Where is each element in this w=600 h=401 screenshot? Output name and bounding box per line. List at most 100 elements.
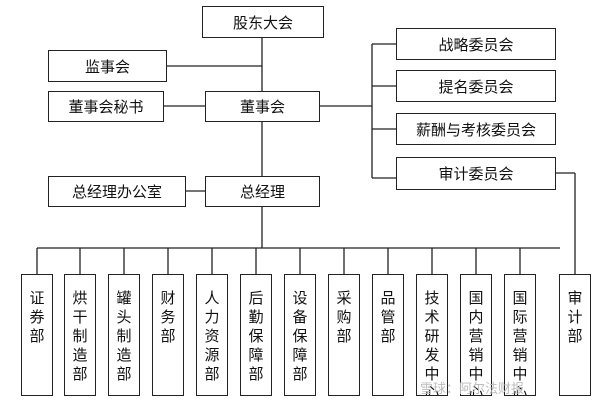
general-manager-label: 总经理 [239, 183, 285, 201]
department-label-char: 部 [292, 365, 308, 383]
department-label-char: 心 [512, 384, 528, 396]
department-label-char: 技 [424, 289, 440, 307]
department-label-char: 营 [512, 327, 528, 345]
department-label-char: 研 [424, 327, 440, 345]
department-label-char: 中 [424, 365, 440, 383]
department-label-char: 备 [292, 308, 308, 326]
committee-label: 战略委员会 [438, 35, 514, 54]
department-label-char: 障 [292, 346, 308, 364]
supervisory-board-label: 监事会 [84, 57, 130, 76]
department-label-char: 部 [204, 365, 220, 383]
department-box: 国际营销中心 [504, 274, 536, 396]
department-label-char: 采 [336, 289, 352, 307]
department-label-char: 保 [248, 327, 264, 345]
department-label-char: 部 [248, 365, 264, 383]
committee-label: 提名委员会 [438, 77, 514, 96]
department-label-char: 券 [29, 308, 45, 326]
department-label-char: 头 [116, 308, 132, 326]
department-label: 烘干制造部 [72, 289, 87, 384]
department-label-char: 计 [567, 308, 583, 326]
department-label-char: 资 [204, 327, 220, 345]
department-label: 罐头制造部 [116, 289, 131, 384]
department-label-char: 造 [72, 346, 88, 364]
department-label-char: 内 [468, 308, 484, 326]
department-label-char: 审 [567, 289, 583, 307]
department-label: 国际营销中心 [512, 289, 528, 396]
department-box: 人力资源部 [196, 274, 228, 396]
department-label-char: 烘 [72, 289, 88, 307]
department-box: 设备保障部 [284, 274, 316, 396]
department-box: 审计部 [559, 274, 591, 396]
department-label-char: 部 [567, 327, 583, 345]
department-label-char: 后 [248, 289, 264, 307]
department-label-char: 国 [468, 289, 484, 307]
department-box: 烘干制造部 [64, 274, 96, 396]
committee-label: 审计委员会 [438, 165, 514, 183]
shareholders-meeting-label: 股东大会 [232, 13, 293, 32]
committee-box: 审计委员会 [396, 157, 556, 190]
department-label-char: 部 [336, 327, 352, 345]
department-label-char: 术 [424, 308, 440, 326]
department-box: 国内营销中心 [460, 274, 492, 396]
committee-box: 薪酬与考核委员会 [396, 113, 556, 145]
department-label: 后勤保障部 [248, 289, 263, 384]
general-manager-box: 总经理 [205, 176, 320, 207]
department-label: 人力资源部 [204, 289, 219, 384]
department-label-char: 部 [29, 327, 45, 345]
department-label: 技术研发中心 [424, 289, 440, 396]
department-label-char: 心 [424, 384, 440, 396]
department-box: 后勤保障部 [240, 274, 272, 396]
department-label-char: 际 [512, 308, 528, 326]
department-label-char: 发 [424, 346, 440, 364]
department-label-char: 部 [160, 327, 176, 345]
department-label-char: 购 [336, 308, 352, 326]
department-label: 国内营销中心 [468, 289, 484, 396]
department-label-char: 中 [512, 365, 528, 383]
department-label-char: 制 [116, 327, 132, 345]
department-label-char: 务 [160, 308, 176, 326]
board-box: 董事会 [205, 91, 320, 122]
board-label: 董事会 [239, 98, 285, 116]
department-label-char: 干 [72, 308, 88, 326]
department-label-char: 营 [468, 327, 484, 345]
department-label-char: 力 [204, 308, 220, 326]
department-label-char: 源 [204, 346, 220, 364]
department-label-char: 设 [292, 289, 308, 307]
supervisory-board-box: 监事会 [48, 50, 167, 82]
shareholders-meeting-box: 股东大会 [202, 6, 324, 38]
department-label: 设备保障部 [292, 289, 307, 384]
department-box: 技术研发中心 [416, 274, 448, 396]
department-label-char: 部 [72, 365, 88, 383]
department-label-char: 造 [116, 346, 132, 364]
department-box: 采购部 [328, 274, 360, 396]
department-label-char: 国 [512, 289, 528, 307]
department-label-char: 中 [468, 365, 484, 383]
department-label-char: 财 [160, 289, 176, 307]
department-label-char: 部 [380, 327, 396, 345]
department-box: 证券部 [21, 274, 53, 396]
committee-box: 战略委员会 [396, 28, 556, 60]
gm-office-label: 总经理办公室 [71, 183, 162, 201]
department-box: 财务部 [152, 274, 184, 396]
department-label-char: 制 [72, 327, 88, 345]
board-secretary-label: 董事会秘书 [68, 98, 144, 116]
committee-label: 薪酬与考核委员会 [415, 120, 536, 139]
department-label-char: 人 [204, 289, 220, 307]
department-label-char: 心 [468, 384, 484, 396]
department-label: 证券部 [29, 289, 44, 346]
department-label: 品管部 [380, 289, 395, 346]
department-label-char: 保 [292, 327, 308, 345]
department-label-char: 部 [116, 365, 132, 383]
department-label: 审计部 [567, 289, 582, 346]
department-label-char: 管 [380, 308, 396, 326]
department-label-char: 证 [29, 289, 45, 307]
department-label-char: 销 [512, 346, 528, 364]
department-label-char: 销 [468, 346, 484, 364]
gm-office-box: 总经理办公室 [48, 176, 186, 207]
department-label: 采购部 [336, 289, 351, 346]
department-label-char: 品 [380, 289, 396, 307]
board-secretary-box: 董事会秘书 [48, 91, 164, 122]
department-label-char: 障 [248, 346, 264, 364]
